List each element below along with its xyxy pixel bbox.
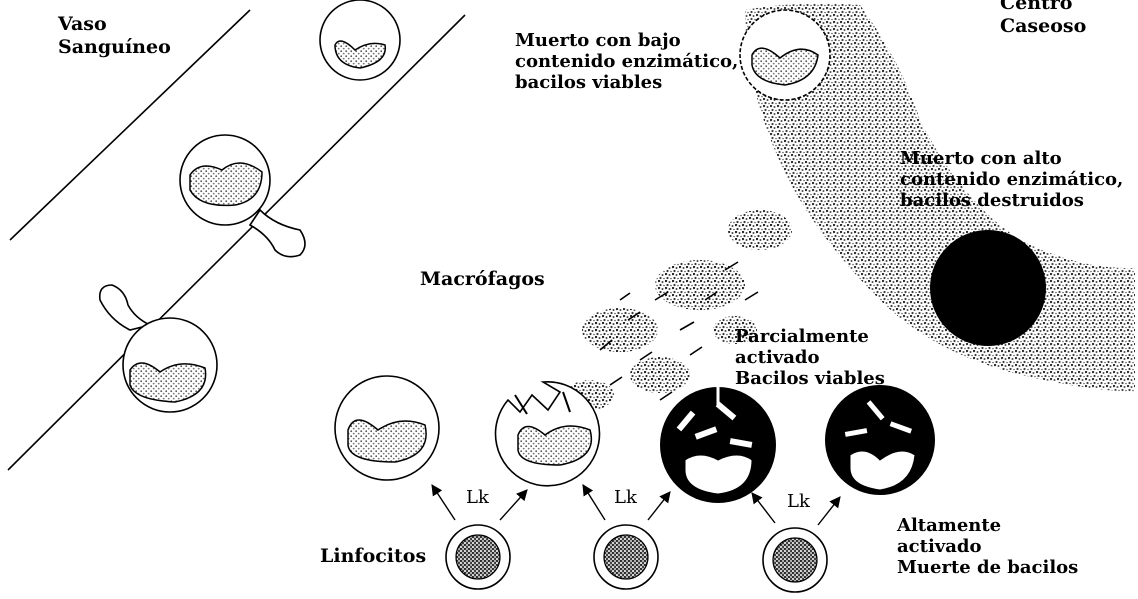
- dead-low-enzyme-line2: contenido enzimático,: [515, 51, 738, 72]
- lymphocytes-label: Linfocitos: [320, 545, 426, 568]
- lk-label-1: Lk: [466, 487, 489, 508]
- highly-activated-line2: activado: [897, 536, 1078, 557]
- arrow-lk3-right: [818, 497, 840, 525]
- highly-activated-line3: Muerte de bacilos: [897, 557, 1078, 578]
- vessel-label-line1: Vaso: [58, 13, 171, 36]
- vessel-macrophage-middle: [180, 135, 305, 257]
- resting-macrophage: [335, 376, 439, 480]
- dead-high-enzyme-line1: Muerto con alto: [900, 148, 1123, 169]
- vessel-macrophage-top: [320, 0, 400, 80]
- partially-activated-line3: Bacilos viables: [735, 368, 885, 389]
- lymphocyte-1: [446, 525, 510, 589]
- dead-high-enzyme-line3: bacilos destruidos: [900, 190, 1123, 211]
- arrow-lk1-right: [500, 490, 527, 520]
- partially-activated-line2: activado: [735, 347, 885, 368]
- dead-high-enzyme-line2: contenido enzimático,: [900, 169, 1123, 190]
- arrow-lk1-left: [432, 485, 455, 520]
- dead-low-enzyme-line3: bacilos viables: [515, 72, 738, 93]
- dead-high-enzyme-label: Muerto con alto contenido enzimático, ba…: [900, 148, 1123, 211]
- highly-activated-line1: Altamente: [897, 515, 1078, 536]
- vessel-label-line2: Sanguíneo: [58, 36, 171, 59]
- arrow-lk2-left: [583, 485, 605, 520]
- phagocytosing-macrophage: [496, 382, 600, 486]
- dead-macrophage-low-enzyme: [740, 10, 830, 100]
- lymphocyte-3: [763, 528, 827, 592]
- caseous-center-label-line2: Caseoso: [1000, 15, 1086, 38]
- lk-label-3: Lk: [787, 491, 810, 512]
- highly-activated-macrophage: [825, 385, 935, 495]
- caseous-center-label: Centro Caseoso: [1000, 0, 1086, 38]
- highly-activated-label: Altamente activado Muerte de bacilos: [897, 515, 1078, 578]
- lymphocyte-2: [594, 525, 658, 589]
- dead-low-enzyme-label: Muerto con bajo contenido enzimático, ba…: [515, 30, 738, 93]
- dead-low-enzyme-line1: Muerto con bajo: [515, 30, 738, 51]
- caseous-center-label-line1: Centro: [1000, 0, 1086, 15]
- partially-activated-macrophage: [660, 385, 776, 503]
- dead-macrophage-high-enzyme: [930, 230, 1046, 346]
- vessel-macrophage-bottom: [100, 285, 217, 412]
- arrow-lk3-left: [752, 493, 775, 523]
- arrow-lk2-right: [648, 492, 670, 520]
- macrophages-label: Macrófagos: [420, 268, 545, 291]
- partially-activated-label: Parcialmente activado Bacilos viables: [735, 326, 885, 389]
- lk-label-2: Lk: [614, 487, 637, 508]
- vessel-label: Vaso Sanguíneo: [58, 13, 171, 59]
- partially-activated-line1: Parcialmente: [735, 326, 885, 347]
